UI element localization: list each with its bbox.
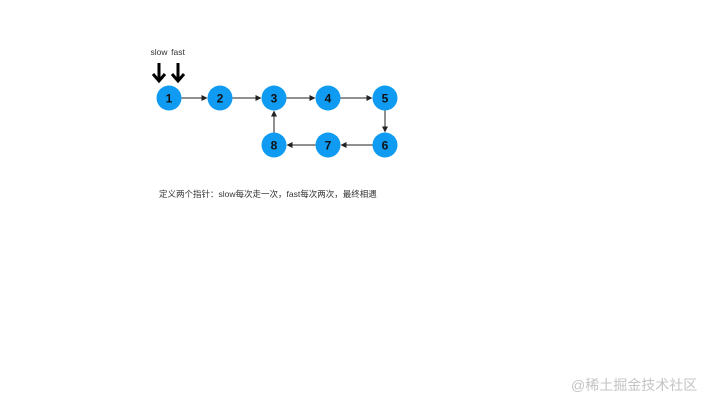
node-4: 4 <box>315 85 341 111</box>
node-8: 8 <box>261 132 287 158</box>
node-label: 6 <box>382 139 389 153</box>
node-7: 7 <box>315 132 341 158</box>
fast-pointer-label: fast <box>171 47 185 57</box>
node-circle <box>156 85 182 111</box>
fast-down-arrow-icon <box>170 63 186 84</box>
node-circle <box>372 85 398 111</box>
node-circle <box>315 132 341 158</box>
nodes: 1 2 3 4 5 6 7 8 <box>156 85 398 158</box>
node-label: 8 <box>271 139 278 153</box>
node-label: 7 <box>325 139 332 153</box>
node-circle <box>207 85 233 111</box>
node-circle <box>315 85 341 111</box>
node-2: 2 <box>207 85 233 111</box>
node-label: 5 <box>382 92 389 106</box>
node-label: 3 <box>271 92 278 106</box>
node-3: 3 <box>261 85 287 111</box>
edges <box>181 95 388 148</box>
slow-down-arrow-icon <box>151 63 167 84</box>
node-circle <box>261 132 287 158</box>
slow-pointer-label: slow <box>150 47 168 57</box>
watermark: @稀土掘金技术社区 <box>571 377 698 393</box>
node-label: 2 <box>217 92 224 106</box>
node-circle <box>372 132 398 158</box>
node-5: 5 <box>372 85 398 111</box>
node-circle <box>261 85 287 111</box>
node-1: 1 <box>156 85 182 111</box>
node-label: 4 <box>325 92 332 106</box>
node-6: 6 <box>372 132 398 158</box>
caption: 定义两个指针：slow每次走一次，fast每次两次，最终相遇 <box>159 189 377 199</box>
node-label: 1 <box>166 92 173 106</box>
